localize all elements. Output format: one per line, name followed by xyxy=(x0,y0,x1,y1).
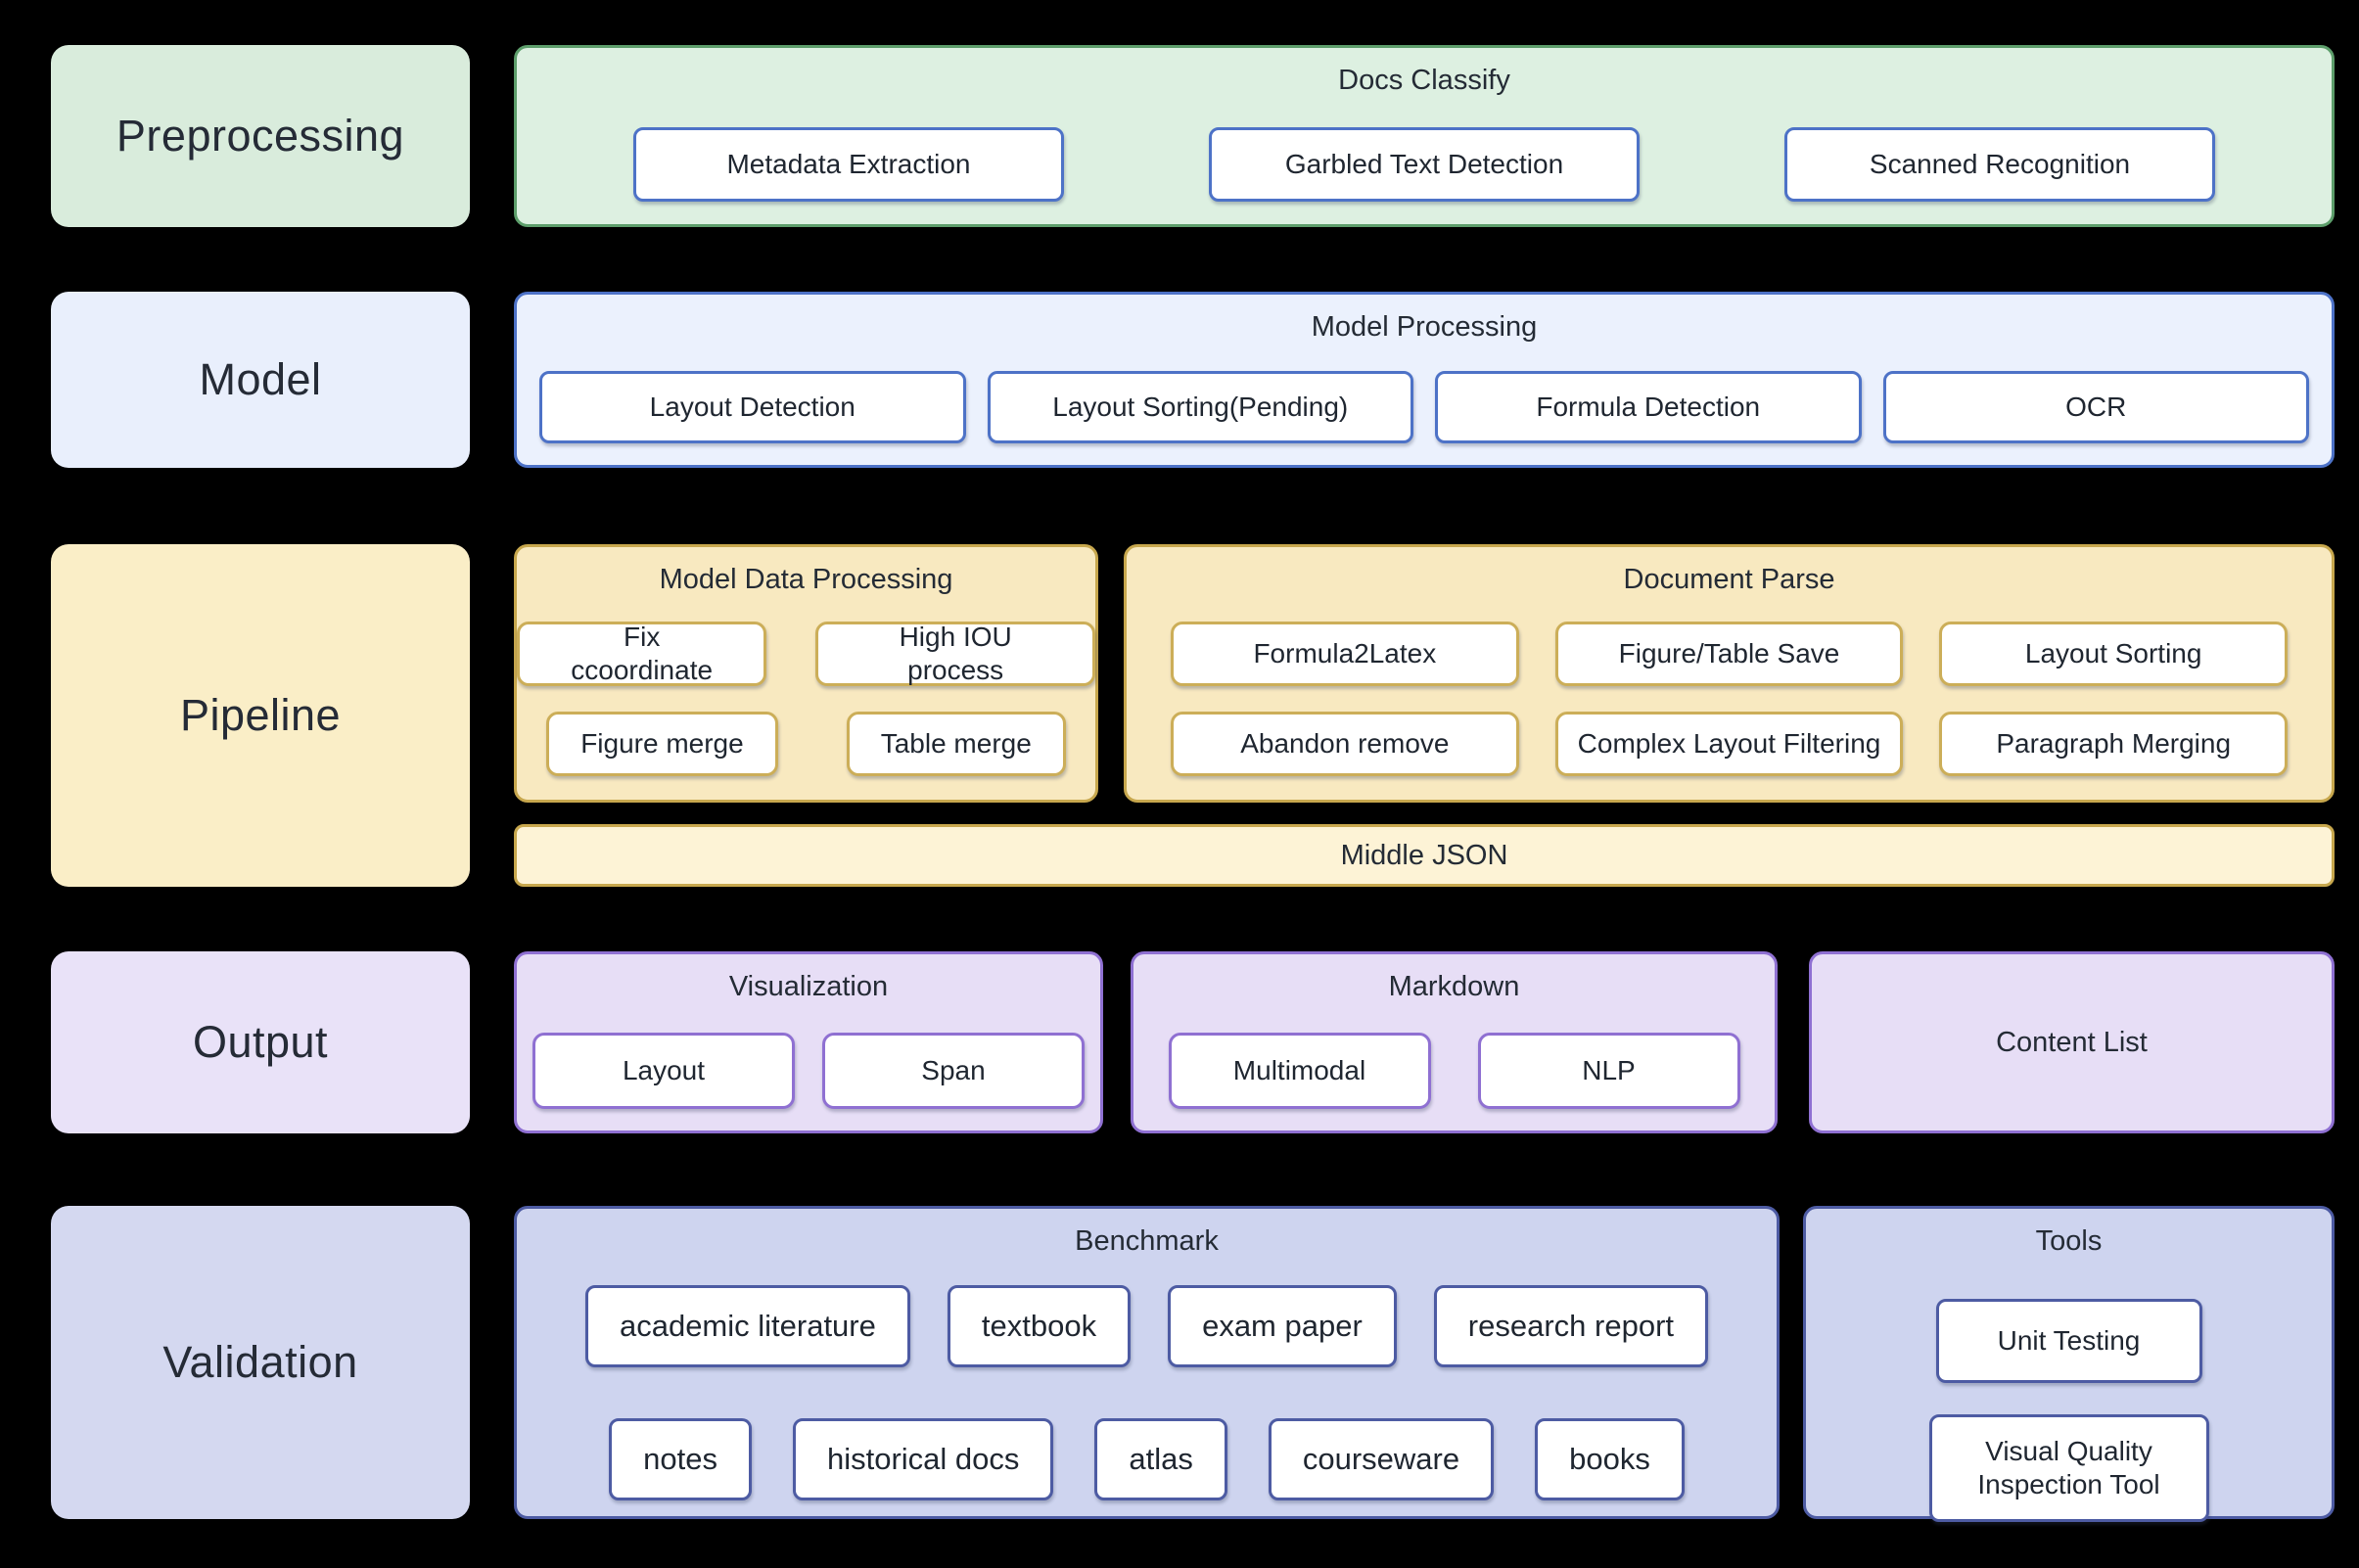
model-processing-title: Model Processing xyxy=(1311,311,1538,343)
container-visualization: Visualization Layout Span xyxy=(514,951,1103,1133)
box-research-report: research report xyxy=(1433,1285,1709,1367)
box-formula2latex: Formula2Latex xyxy=(1171,622,1519,686)
section-label-model: Model xyxy=(51,292,470,468)
box-figure-merge: Figure merge xyxy=(546,712,778,776)
container-content-list: Content List xyxy=(1809,951,2335,1133)
box-academic-literature: academic literature xyxy=(584,1285,910,1367)
box-formula-detection: Formula Detection xyxy=(1435,371,1862,443)
container-benchmark: Benchmark academic literature textbook e… xyxy=(514,1206,1780,1519)
docs-classify-title: Docs Classify xyxy=(1338,65,1510,96)
box-nlp: NLP xyxy=(1477,1033,1740,1109)
tools-title: Tools xyxy=(2035,1225,2103,1257)
benchmark-title: Benchmark xyxy=(1075,1225,1219,1257)
box-visual-quality-inspection-tool: Visual Quality Inspection Tool xyxy=(1928,1414,2209,1522)
box-garbled-text-detection: Garbled Text Detection xyxy=(1209,127,1640,202)
mdp-box-row-1: Fix ccoordinate High IOU process xyxy=(517,622,1095,686)
box-scanned-recognition: Scanned Recognition xyxy=(1784,127,2215,202)
section-label-pipeline: Pipeline xyxy=(51,544,470,887)
box-notes: notes xyxy=(609,1418,752,1500)
middle-json-label: Middle JSON xyxy=(1340,839,1508,871)
visualization-box-row: Layout Span xyxy=(517,1033,1100,1109)
box-paragraph-merging: Paragraph Merging xyxy=(1939,712,2289,776)
box-abandon-remove: Abandon remove xyxy=(1171,712,1519,776)
box-complex-layout-filtering: Complex Layout Filtering xyxy=(1554,712,1904,776)
dp-box-row-1: Formula2Latex Figure/Table Save Layout S… xyxy=(1127,622,2332,686)
container-model-data-processing: Model Data Processing Fix ccoordinate Hi… xyxy=(514,544,1098,803)
benchmark-box-row-1: academic literature textbook exam paper … xyxy=(517,1285,1777,1367)
box-unit-testing: Unit Testing xyxy=(1935,1299,2202,1383)
box-textbook: textbook xyxy=(947,1285,1132,1367)
box-span: Span xyxy=(822,1033,1085,1109)
container-tools: Tools Unit Testing Visual Quality Inspec… xyxy=(1803,1206,2335,1522)
model-data-processing-title: Model Data Processing xyxy=(659,564,953,595)
box-ocr: OCR xyxy=(1882,371,2309,443)
section-label-validation: Validation xyxy=(51,1206,470,1519)
markdown-title: Markdown xyxy=(1388,971,1520,1002)
box-high-iou-process: High IOU process xyxy=(815,622,1095,686)
benchmark-box-row-2: notes historical docs atlas courseware b… xyxy=(517,1418,1777,1500)
container-model-processing: Model Processing Layout Detection Layout… xyxy=(514,292,2335,468)
container-document-parse: Document Parse Formula2Latex Figure/Tabl… xyxy=(1124,544,2335,803)
box-multimodal: Multimodal xyxy=(1168,1033,1431,1109)
box-historical-docs: historical docs xyxy=(792,1418,1054,1500)
tools-box-row-2: Visual Quality Inspection Tool xyxy=(1806,1414,2332,1522)
container-markdown: Markdown Multimodal NLP xyxy=(1131,951,1778,1133)
box-courseware: courseware xyxy=(1268,1418,1495,1500)
box-books: books xyxy=(1535,1418,1685,1500)
box-fix-ccoordinate: Fix ccoordinate xyxy=(517,622,767,686)
model-processing-box-row: Layout Detection Layout Sorting(Pending)… xyxy=(517,371,2332,443)
mdp-box-row-2: Figure merge Table merge xyxy=(517,712,1095,776)
section-label-output: Output xyxy=(51,951,470,1133)
bar-middle-json: Middle JSON xyxy=(514,824,2335,887)
box-exam-paper: exam paper xyxy=(1168,1285,1397,1367)
box-metadata-extraction: Metadata Extraction xyxy=(633,127,1064,202)
box-layout-sorting: Layout Sorting xyxy=(1939,622,2289,686)
box-figure-table-save: Figure/Table Save xyxy=(1554,622,1904,686)
container-docs-classify: Docs Classify Metadata Extraction Garble… xyxy=(514,45,2335,227)
box-layout-detection: Layout Detection xyxy=(539,371,966,443)
content-list-title: Content List xyxy=(1996,1026,2148,1058)
dp-box-row-2: Abandon remove Complex Layout Filtering … xyxy=(1127,712,2332,776)
box-layout: Layout xyxy=(532,1033,795,1109)
tools-box-row-1: Unit Testing xyxy=(1806,1299,2332,1383)
box-table-merge: Table merge xyxy=(846,712,1066,776)
section-label-preprocessing: Preprocessing xyxy=(51,45,470,227)
markdown-box-row: Multimodal NLP xyxy=(1133,1033,1775,1109)
visualization-title: Visualization xyxy=(728,971,889,1002)
box-atlas: atlas xyxy=(1094,1418,1227,1500)
docs-classify-box-row: Metadata Extraction Garbled Text Detecti… xyxy=(517,127,2332,202)
box-layout-sorting-pending: Layout Sorting(Pending) xyxy=(987,371,1413,443)
document-parse-title: Document Parse xyxy=(1623,564,1835,595)
